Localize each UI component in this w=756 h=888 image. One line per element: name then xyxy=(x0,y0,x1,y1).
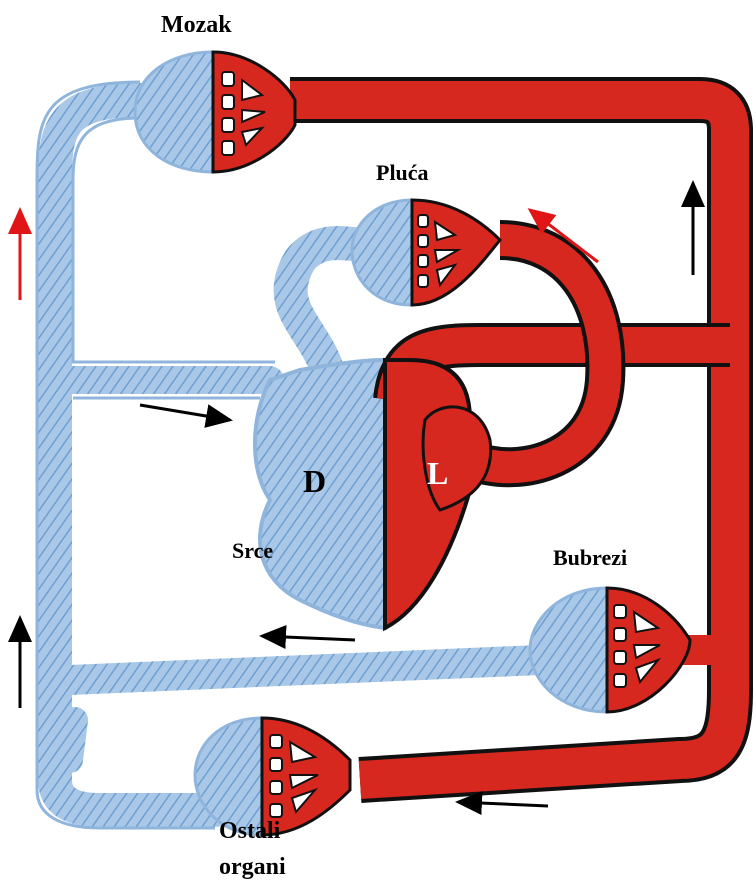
label-right-heart: D xyxy=(303,463,326,499)
label-other-organs-2: organi xyxy=(219,854,286,880)
label-lungs: Pluća xyxy=(376,160,429,185)
kidney-vein xyxy=(70,660,540,680)
lower-loop-vein xyxy=(70,720,75,760)
label-kidneys: Bubrezi xyxy=(553,545,627,570)
arrow-left-middle xyxy=(262,636,355,640)
label-other-organs-1: Ostali xyxy=(219,818,281,844)
arrow-left-bottom xyxy=(458,802,548,806)
label-left-heart: L xyxy=(427,455,448,491)
label-heart: Srce xyxy=(232,538,273,563)
arrow-into-heart xyxy=(140,405,230,420)
label-brain: Mozak xyxy=(161,12,232,38)
left-main-vein xyxy=(55,100,215,810)
brain-capillaries xyxy=(135,52,295,172)
lungs-capillaries xyxy=(352,200,500,305)
kidneys-capillaries xyxy=(530,588,690,712)
